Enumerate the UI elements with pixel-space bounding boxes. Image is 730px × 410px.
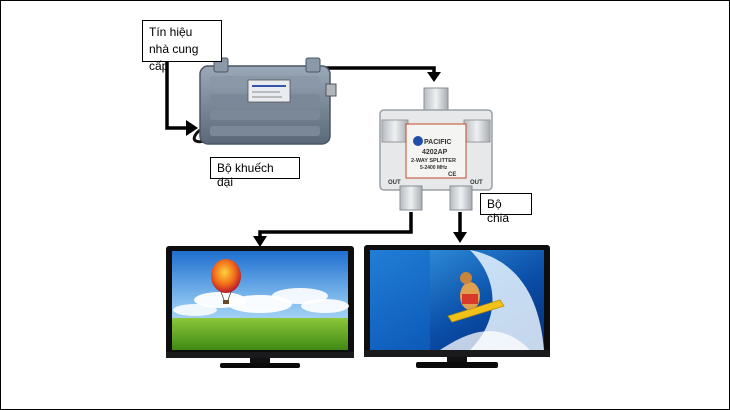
splitter-ce: CE — [448, 172, 456, 178]
label-amplifier: Bộ khuếch đại — [210, 157, 300, 189]
tv-left — [166, 246, 354, 368]
splitter-out-left: OUT — [388, 180, 401, 186]
arrow-splitter-to-tv-left — [258, 212, 413, 238]
balloon-icon — [211, 259, 241, 293]
label-provider-signal-line2: nhà cung cấp — [149, 42, 199, 73]
label-splitter: Bộ chia — [480, 193, 532, 225]
arrowhead-tv-left — [253, 236, 267, 247]
arrow-signal-to-amplifier — [165, 62, 188, 130]
splitter-freq: 5-2400 MHz — [420, 165, 448, 171]
splitter-model: 4202AP — [422, 149, 448, 156]
splitter-device: PACIFIC 4202AP 2-WAY SPLITTER 5-2400 MHz… — [379, 87, 493, 211]
arrowhead-splitter — [427, 72, 441, 82]
splitter-brand: PACIFIC — [424, 139, 451, 146]
arrowhead-amplifier — [186, 120, 198, 136]
amplifier-device — [192, 57, 337, 145]
splitter-out-right: OUT — [470, 180, 483, 186]
arrow-amplifier-to-splitter — [318, 66, 436, 74]
tv-right — [364, 245, 550, 368]
label-provider-signal-line1: Tín hiệu — [149, 25, 193, 39]
label-provider-signal: Tín hiệu nhà cung cấp — [142, 20, 222, 73]
splitter-type: 2-WAY SPLITTER — [411, 158, 456, 164]
arrowhead-tv-right — [453, 232, 467, 243]
